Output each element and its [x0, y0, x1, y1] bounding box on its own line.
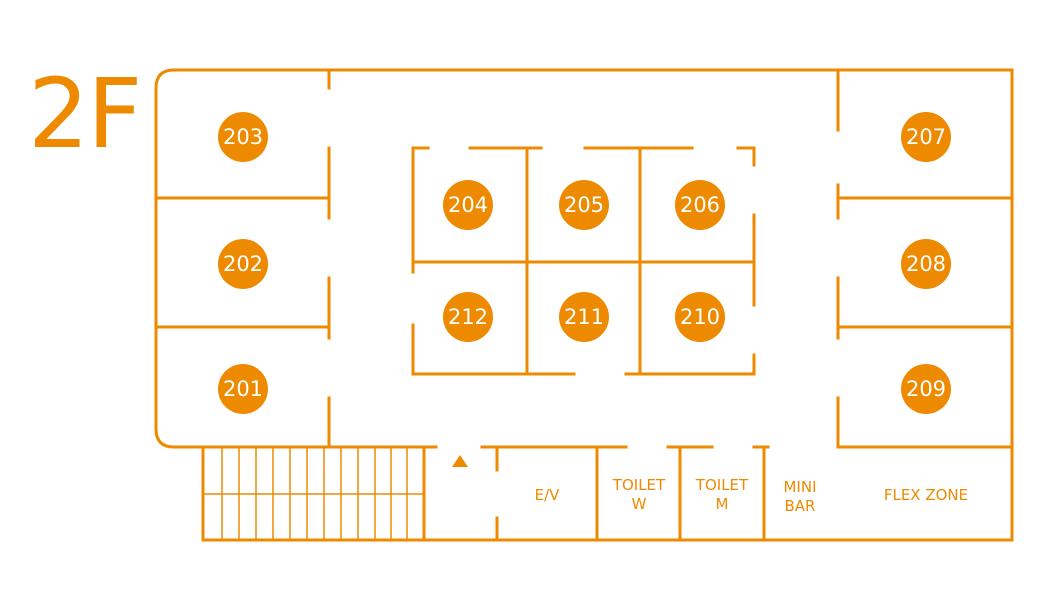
- center-room-walls: [411, 146, 756, 376]
- toilet-m-label-line1: TOILET: [695, 476, 749, 494]
- room-209[interactable]: 209: [901, 364, 951, 414]
- room-marker: [443, 180, 493, 230]
- room-number: 212: [448, 305, 488, 329]
- room-207[interactable]: 207: [901, 112, 951, 162]
- room-number: 201: [223, 377, 263, 401]
- room-marker: [901, 239, 951, 289]
- toilet-m-label-line2: M: [716, 495, 729, 513]
- room-number: 207: [906, 125, 946, 149]
- right-room-walls: [836, 68, 1014, 449]
- room-206[interactable]: 206: [675, 180, 725, 230]
- left-room-walls: [154, 68, 331, 449]
- room-number: 206: [680, 193, 720, 217]
- room-marker: [675, 180, 725, 230]
- toilet-w-label-line2: W: [632, 495, 647, 513]
- room-marker: [901, 364, 951, 414]
- mini-bar-label-line1: MINI: [783, 478, 816, 496]
- room-203[interactable]: 203: [218, 112, 268, 162]
- stairs: [203, 447, 424, 540]
- room-number: 211: [564, 305, 604, 329]
- room-marker: [675, 292, 725, 342]
- room-208[interactable]: 208: [901, 239, 951, 289]
- mini-bar-label-line2: BAR: [785, 497, 816, 515]
- room-number: 205: [564, 193, 604, 217]
- floor-label: 2F: [28, 58, 142, 170]
- room-marker: [559, 180, 609, 230]
- room-marker: [218, 112, 268, 162]
- room-number: 204: [448, 193, 488, 217]
- room-number: 208: [906, 252, 946, 276]
- room-number: 202: [223, 252, 263, 276]
- outer-walls: [154, 68, 1014, 449]
- room-212[interactable]: 212: [443, 292, 493, 342]
- elevator-label: E/V: [535, 486, 561, 504]
- room-number: 209: [906, 377, 946, 401]
- room-marker: [559, 292, 609, 342]
- room-number: 210: [680, 305, 720, 329]
- room-number: 203: [223, 125, 263, 149]
- room-205[interactable]: 205: [559, 180, 609, 230]
- room-202[interactable]: 202: [218, 239, 268, 289]
- room-marker: [218, 239, 268, 289]
- toilet-w-label-line1: TOILET: [612, 476, 666, 494]
- room-marker: [901, 112, 951, 162]
- room-204[interactable]: 204: [443, 180, 493, 230]
- room-marker: [218, 364, 268, 414]
- room-210[interactable]: 210: [675, 292, 725, 342]
- room-211[interactable]: 211: [559, 292, 609, 342]
- room-201[interactable]: 201: [218, 364, 268, 414]
- flex-zone-label: FLEX ZONE: [884, 486, 968, 504]
- up-triangle-icon: [452, 455, 468, 467]
- room-marker: [443, 292, 493, 342]
